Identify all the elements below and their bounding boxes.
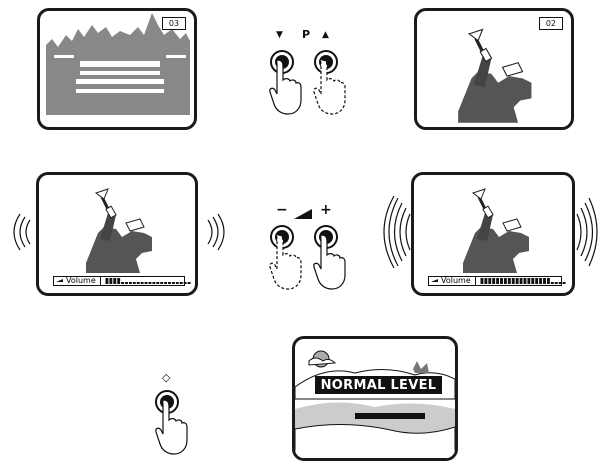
volume-segment-filled xyxy=(117,278,120,284)
volume-segment-empty xyxy=(137,282,140,284)
sound-wave-high-left-icon xyxy=(380,196,414,268)
volume-segment-filled xyxy=(488,278,491,284)
volume-segment-filled xyxy=(496,278,499,284)
volume-segment-empty xyxy=(558,282,561,284)
trumpeter-image xyxy=(457,25,537,125)
volume-track xyxy=(101,277,184,285)
volume-segment-filled xyxy=(527,278,530,284)
volume-segment-filled xyxy=(113,278,116,284)
volume-segment-empty xyxy=(183,282,186,284)
tv-city-screen: 03 xyxy=(37,8,197,130)
volume-segment-empty xyxy=(160,282,163,284)
volume-segment-filled xyxy=(492,278,495,284)
volume-segment-filled xyxy=(515,278,518,284)
volume-segment-filled xyxy=(547,278,550,284)
volume-segment-empty xyxy=(129,282,132,284)
volume-segment-empty xyxy=(140,282,143,284)
volume-segment-empty xyxy=(176,282,179,284)
volume-segment-empty xyxy=(152,282,155,284)
volume-segment-filled xyxy=(484,278,487,284)
volume-segment-filled xyxy=(543,278,546,284)
volume-segment-filled xyxy=(539,278,542,284)
volume-bar: Volume xyxy=(428,276,562,286)
volume-label: Volume xyxy=(54,277,101,285)
volume-segment-filled xyxy=(105,278,108,284)
landscape-image xyxy=(295,339,455,461)
volume-segment-empty xyxy=(172,282,175,284)
volume-segment-empty xyxy=(156,282,159,284)
volume-segment-empty xyxy=(125,282,128,284)
volume-segment-empty xyxy=(121,282,124,284)
sound-wave-low-right-icon xyxy=(204,212,228,252)
trumpeter-image xyxy=(458,185,538,275)
volume-segment-empty xyxy=(164,282,167,284)
volume-segment-empty xyxy=(168,282,171,284)
volume-segment-empty xyxy=(187,282,190,284)
volume-segment-empty xyxy=(555,282,558,284)
normal-control-group: ◇ xyxy=(150,372,210,462)
volume-label: Volume xyxy=(429,277,476,285)
volume-control-group: − + xyxy=(262,205,362,295)
sound-wave-low-left-icon xyxy=(10,212,34,252)
volume-segment-filled xyxy=(519,278,522,284)
volume-segment-empty xyxy=(562,282,565,284)
volume-segment-empty xyxy=(144,282,147,284)
volume-track xyxy=(476,277,561,285)
volume-segment-filled xyxy=(480,278,483,284)
volume-segment-empty xyxy=(148,282,151,284)
channel-control-group: ▼ P ▲ xyxy=(262,30,362,120)
volume-segment-filled xyxy=(109,278,112,284)
volume-segment-empty xyxy=(551,282,554,284)
channel-number: 03 xyxy=(162,17,186,30)
tv-volume-low-screen: Volume xyxy=(36,172,198,296)
tv-trumpeter-screen: 02 xyxy=(414,8,574,130)
volume-bar: Volume xyxy=(53,276,185,286)
channel-number: 02 xyxy=(539,17,563,30)
sound-wave-high-right-icon xyxy=(573,196,607,268)
volume-segment-filled xyxy=(504,278,507,284)
volume-segment-filled xyxy=(535,278,538,284)
tv-normal-level-screen: NORMAL LEVEL xyxy=(292,336,458,461)
trumpeter-image xyxy=(81,185,161,275)
volume-segment-filled xyxy=(500,278,503,284)
tv-volume-high-screen: Volume xyxy=(411,172,575,296)
volume-segment-filled xyxy=(523,278,526,284)
normal-level-banner: NORMAL LEVEL xyxy=(315,376,442,394)
volume-segment-empty xyxy=(133,282,136,284)
volume-segment-filled xyxy=(531,278,534,284)
volume-segment-filled xyxy=(512,278,515,284)
volume-segment-filled xyxy=(508,278,511,284)
volume-segment-empty xyxy=(180,282,183,284)
